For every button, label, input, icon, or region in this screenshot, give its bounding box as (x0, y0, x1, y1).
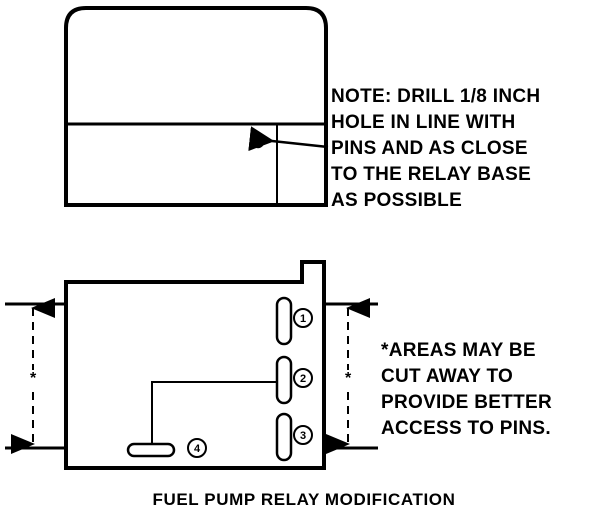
pin-2-slot (275, 355, 293, 405)
drill-note-line: PINS AND AS CLOSE (331, 138, 528, 159)
figure-caption: FUEL PUMP RELAY MODIFICATION (152, 490, 456, 509)
pin-4-to-pin-2-wire (151, 381, 277, 444)
pin-2-label-circle (293, 368, 313, 388)
pin-3-slot (275, 412, 293, 462)
cutaway-note-line: CUT AWAY TO (381, 366, 514, 387)
pin-4-slot (126, 442, 176, 458)
pin-1-label: 1 (300, 313, 306, 325)
drill-note-line: HOLE IN LINE WITH (331, 112, 516, 133)
drill-note-line: TO THE RELAY BASE (331, 164, 532, 185)
drill-note-line: NOTE: DRILL 1/8 INCH (331, 86, 541, 107)
pin-3-label-circle (293, 425, 313, 445)
relay-cover-outline (64, 6, 328, 207)
pin-4-label: 4 (194, 443, 201, 455)
dimension-mark-left: * (29, 370, 38, 388)
cutaway-note-line: ACCESS TO PINS. (381, 418, 551, 439)
pin-3-label: 3 (300, 430, 306, 442)
pin-1-label-circle (293, 308, 313, 328)
drill-hole (251, 135, 265, 149)
pin-4-label-circle (187, 438, 207, 458)
cutaway-note: *AREAS MAY BE CUT AWAY TO PROVIDE BETTER… (381, 338, 552, 442)
drill-note-line: AS POSSIBLE (331, 190, 463, 211)
drill-note: NOTE: DRILL 1/8 INCH HOLE IN LINE WITH P… (331, 84, 540, 214)
pin-1-slot (275, 296, 293, 346)
relay-body-outline (64, 260, 326, 470)
drill-note-leader-arrow (248, 126, 329, 152)
cutaway-note-line: PROVIDE BETTER (381, 392, 552, 413)
cutaway-note-line: *AREAS MAY BE (381, 340, 536, 361)
pin-2-label: 2 (300, 373, 306, 385)
dimension-mark-right: * (344, 370, 353, 388)
